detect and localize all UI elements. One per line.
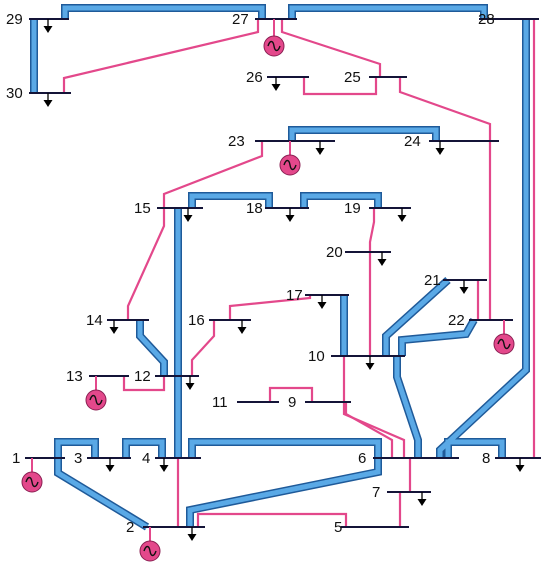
heavy-lines <box>30 4 530 531</box>
bus-label: 16 <box>188 312 205 329</box>
load-arrow-icon <box>236 319 248 335</box>
load-arrow-icon <box>104 457 116 473</box>
load-arrow-icon <box>416 491 428 507</box>
line-2-5 <box>196 512 348 527</box>
bus-label: 28 <box>478 11 495 28</box>
bus-label: 15 <box>134 200 151 217</box>
load-arrow-icon <box>184 375 196 391</box>
bus-label: 19 <box>344 200 361 217</box>
bus-label: 25 <box>344 69 361 86</box>
bus-label: 20 <box>326 244 343 261</box>
line-16-17 <box>228 295 312 320</box>
bus-label: 9 <box>288 394 296 411</box>
line-11-9 <box>268 386 314 402</box>
generator-icon <box>279 154 301 176</box>
line-19-10 <box>368 208 376 356</box>
bus-label: 5 <box>334 519 342 536</box>
bus-label: 13 <box>66 368 83 385</box>
bus-label: 30 <box>6 85 23 102</box>
load-arrow-icon <box>364 355 376 371</box>
bus-label: 26 <box>246 69 263 86</box>
load-arrow-icon <box>434 140 446 156</box>
bus-label: 1 <box>12 450 20 467</box>
bus-label: 22 <box>448 312 465 329</box>
load-arrow-icon <box>396 207 408 223</box>
load-arrow-icon <box>158 457 170 473</box>
bus-label: 12 <box>134 368 151 385</box>
bus-label: 7 <box>372 484 380 501</box>
bus-label: 21 <box>424 272 441 289</box>
line-25-22 <box>398 77 492 320</box>
bus-label: 3 <box>74 450 82 467</box>
bus-label: 11 <box>212 394 228 411</box>
load-arrow-icon <box>186 526 198 542</box>
generator-icon <box>493 333 515 355</box>
generator-icon <box>85 389 107 411</box>
line-28-8 <box>436 19 530 458</box>
light-lines <box>62 19 536 527</box>
bus-labels: 29 27 28 30 26 25 23 24 15 18 19 20 21 1… <box>6 11 495 536</box>
load-arrow-icon <box>316 294 328 310</box>
bus-label: 10 <box>308 348 325 365</box>
load-arrow-icon <box>376 251 388 267</box>
line-16-12 <box>190 320 216 376</box>
load-arrow-icon <box>42 92 54 108</box>
bus-label: 18 <box>246 200 263 217</box>
load-arrow-icon <box>514 457 526 473</box>
load-arrow-icon <box>314 140 326 156</box>
load-arrow-icon <box>182 207 194 223</box>
line-27-30 <box>62 19 260 93</box>
bus-label: 27 <box>232 11 249 28</box>
line-15-14 <box>126 208 166 320</box>
load-arrow-icon <box>270 76 282 92</box>
generators <box>21 19 515 562</box>
load-arrow-icon <box>284 207 296 223</box>
line-27-25 <box>280 19 382 77</box>
bus-label: 29 <box>6 11 23 28</box>
line-13-12 <box>122 376 166 392</box>
bus-label: 6 <box>358 450 366 467</box>
bus-label: 23 <box>228 133 245 150</box>
line-23-15 <box>162 141 264 208</box>
bus-label: 2 <box>126 519 134 536</box>
load-arrow-icon <box>42 18 54 34</box>
bus-label: 4 <box>142 450 150 467</box>
bus-label: 8 <box>482 450 490 467</box>
bus-label: 17 <box>286 287 303 304</box>
buses <box>25 18 541 528</box>
bus-label: 14 <box>86 312 103 329</box>
generator-icon <box>21 471 43 493</box>
load-arrow-icon <box>458 279 470 295</box>
line-10-6b <box>342 356 406 458</box>
bus-label: 24 <box>404 133 421 150</box>
generator-icon <box>139 540 161 562</box>
load-arrow-icon <box>108 319 120 335</box>
line-26-25 <box>302 77 378 96</box>
generator-icon <box>263 35 285 57</box>
line-9-6 <box>344 402 394 458</box>
